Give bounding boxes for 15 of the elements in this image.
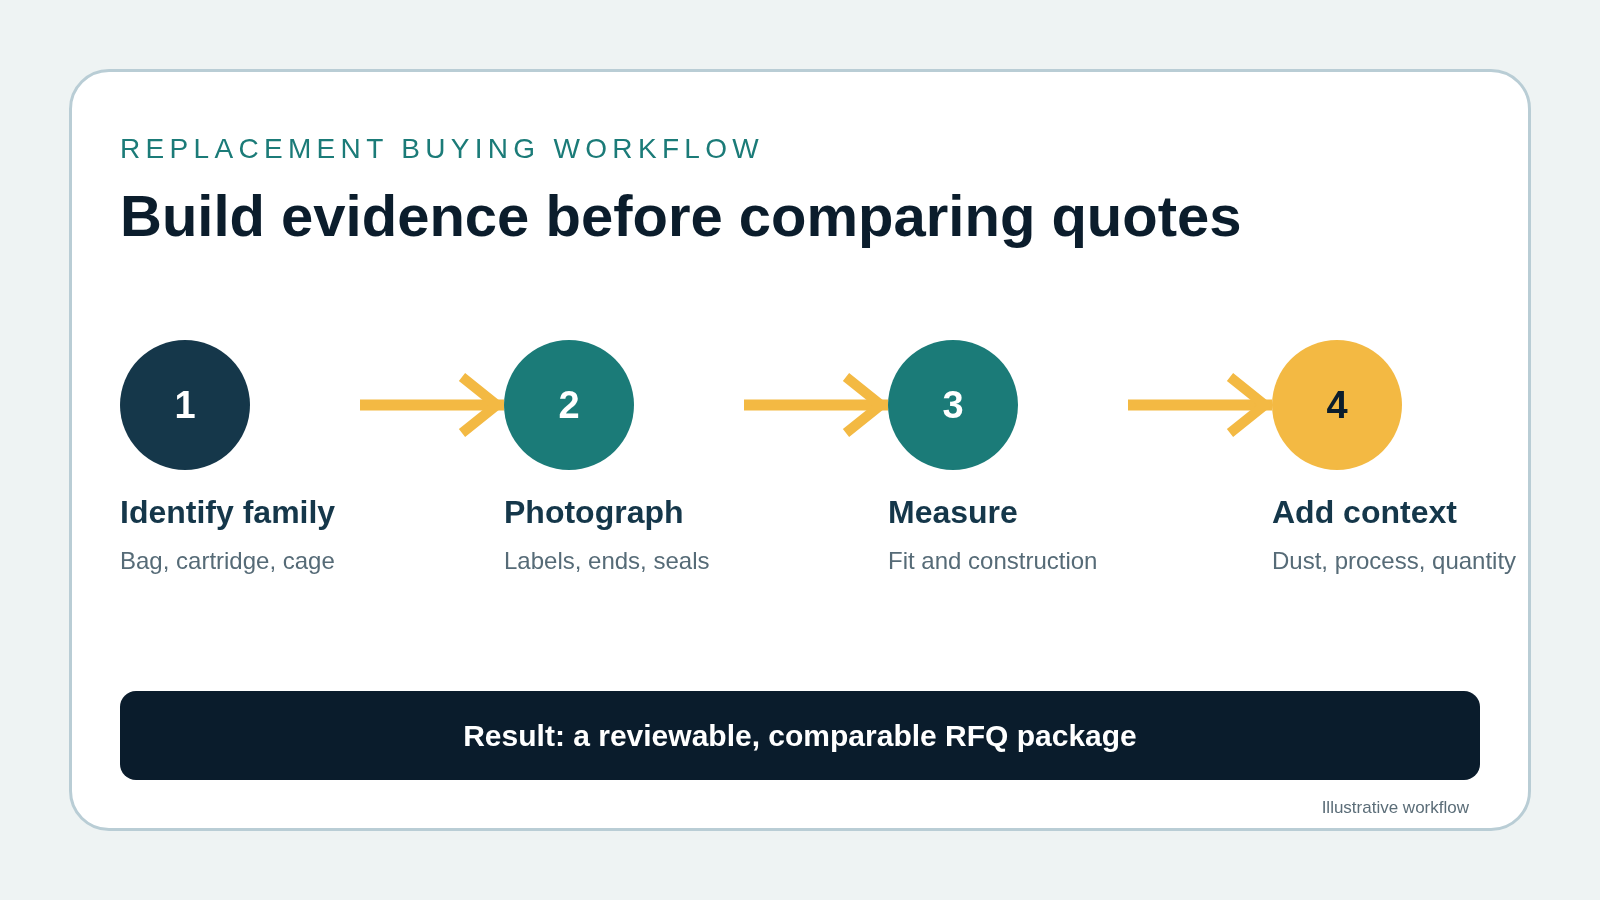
eyebrow-label: REPLACEMENT BUYING WORKFLOW <box>120 133 765 165</box>
arrow <box>744 372 888 438</box>
step-title: Measure <box>888 493 1018 532</box>
arrow <box>1128 372 1272 438</box>
arrow <box>360 372 504 438</box>
step-title: Photograph <box>504 493 684 532</box>
step-description: Labels, ends, seals <box>504 546 710 576</box>
step-title: Add context <box>1272 493 1457 532</box>
result-banner: Result: a reviewable, comparable RFQ package <box>120 691 1480 780</box>
footnote: Illustrative workflow <box>1321 798 1469 818</box>
step-description: Bag, cartridge, cage <box>120 546 335 576</box>
step-title: Identify family <box>120 493 336 532</box>
step-description: Dust, process, quantity <box>1272 546 1517 576</box>
heading: Build evidence before comparing quotes <box>120 182 1242 250</box>
step-description: Fit and construction <box>888 546 1098 576</box>
